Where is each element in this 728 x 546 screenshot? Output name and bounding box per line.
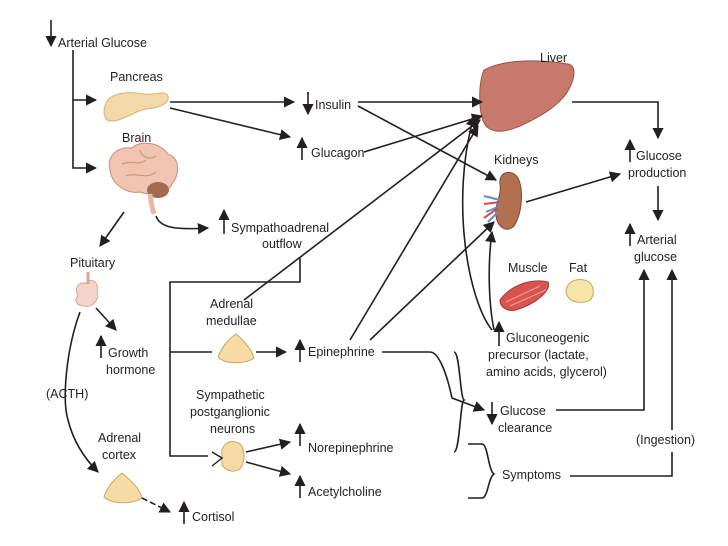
glucose-production-label-2: production: [628, 166, 686, 180]
norepinephrine-label: Norepinephrine: [308, 441, 394, 455]
pituitary-label: Pituitary: [70, 256, 116, 270]
acth-label: (ACTH): [46, 387, 88, 401]
medullae-label: medullae: [206, 314, 257, 328]
kidneys-label: Kidneys: [494, 153, 538, 167]
gluconeogenic-label: Gluconeogenic: [506, 331, 589, 345]
arterial-glucose-top-label: Arterial Glucose: [58, 36, 147, 50]
fat-label: Fat: [569, 261, 588, 275]
adrenal-medullae-label: Adrenal: [210, 297, 253, 311]
cortex-label: cortex: [102, 448, 137, 462]
sympathetic-label: Sympathetic: [196, 388, 265, 402]
liver-icon: [479, 60, 575, 132]
adrenal-cortex-icon: [103, 472, 143, 504]
brain-label: Brain: [122, 131, 151, 145]
liver-label: Liver: [540, 51, 567, 65]
muscle-icon: [499, 280, 550, 311]
labels: Arterial Glucose Pancreas Brain Insulin …: [46, 36, 695, 524]
pituitary-icon: [75, 272, 99, 307]
glucagon-label: Glucagon: [311, 146, 365, 160]
brain-icon: [108, 142, 178, 215]
amino-acids-label: amino acids, glycerol): [486, 365, 607, 379]
connector-lines: [64, 50, 678, 513]
glucose-production-label: Glucose: [636, 149, 682, 163]
insulin-label: Insulin: [315, 98, 351, 112]
clearance-label: clearance: [498, 421, 552, 435]
pancreas-label: Pancreas: [110, 70, 163, 84]
outflow-label: outflow: [262, 237, 303, 251]
fat-icon: [565, 279, 594, 303]
arterial-glucose-label: Arterial: [637, 233, 677, 247]
postganglionic-label: postganglionic: [190, 405, 270, 419]
adrenal-medulla-icon: [217, 333, 255, 364]
glucose-clearance-label: Glucose: [500, 404, 546, 418]
direction-arrows: [45, 20, 636, 524]
arterial-glucose-label-2: glucose: [634, 250, 677, 264]
adrenal-cortex-label: Adrenal: [98, 431, 141, 445]
epinephrine-label: Epinephrine: [308, 345, 375, 359]
cortisol-label: Cortisol: [192, 510, 234, 524]
ingestion-label: (Ingestion): [636, 433, 695, 447]
acetylcholine-label: Acetylcholine: [308, 485, 382, 499]
kidney-icon: [483, 171, 522, 230]
sympathoadrenal-label: Sympathoadrenal: [231, 221, 329, 235]
symptoms-label: Symptoms: [502, 468, 561, 482]
neuron-icon: [211, 441, 245, 472]
neurons-label: neurons: [210, 422, 255, 436]
pancreas-icon: [103, 92, 169, 122]
muscle-label: Muscle: [508, 261, 548, 275]
growth-hormone-label: Growth: [108, 346, 148, 360]
hormone-label: hormone: [106, 363, 155, 377]
precursor-label: precursor (lactate,: [488, 348, 589, 362]
